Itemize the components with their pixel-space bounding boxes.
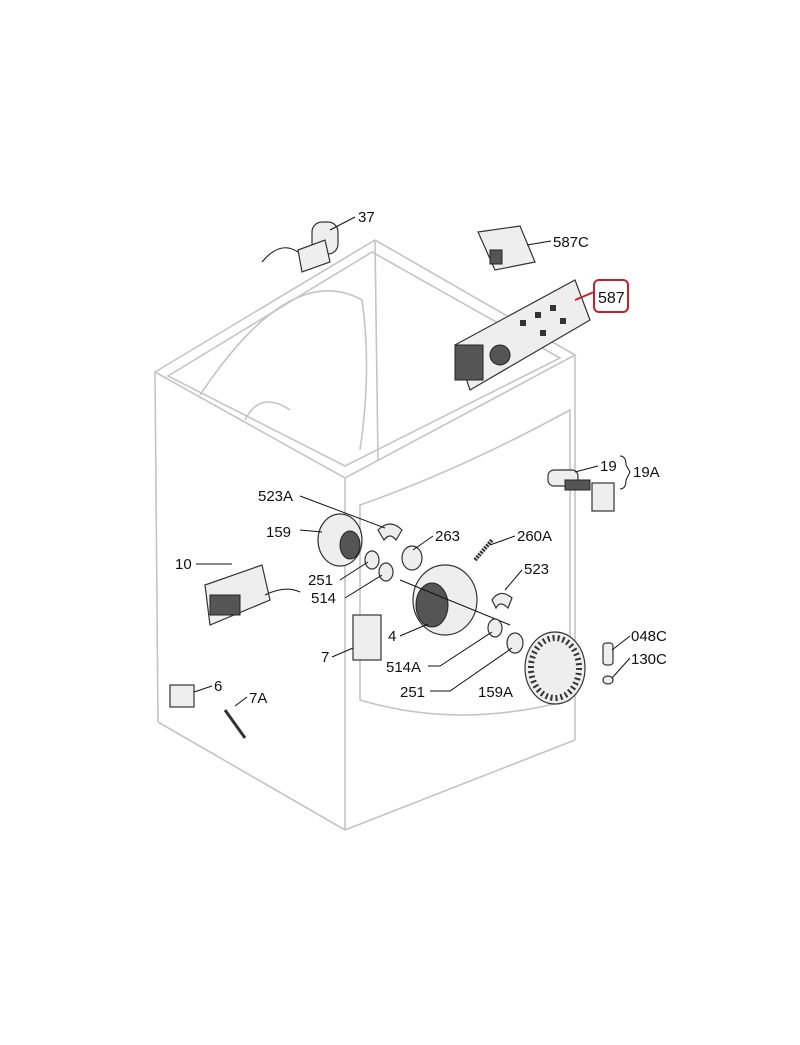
- part-19-19a-filter[interactable]: [547, 469, 615, 512]
- label-523a[interactable]: 523A: [258, 488, 293, 505]
- part-6-7a[interactable]: [169, 684, 247, 739]
- cabinet-outline: [153, 239, 577, 831]
- part-labels: 37 587C 587 19 19A 523A 159 263 260A 10 …: [175, 209, 667, 707]
- part-37-capacitor[interactable]: [261, 221, 339, 273]
- part-10-module[interactable]: [204, 564, 301, 626]
- part-587-control-board[interactable]: [454, 279, 591, 391]
- label-6[interactable]: 6: [214, 678, 222, 695]
- label-130c[interactable]: 130C: [631, 651, 667, 668]
- part-260a-spring[interactable]: [473, 538, 494, 562]
- leader-lines: [193, 216, 631, 707]
- label-10[interactable]: 10: [175, 556, 192, 573]
- label-514[interactable]: 514: [311, 590, 336, 607]
- label-19[interactable]: 19: [600, 458, 617, 475]
- label-159a[interactable]: 159A: [478, 684, 513, 701]
- part-159a-fan[interactable]: [524, 631, 586, 705]
- label-587[interactable]: 587: [598, 290, 625, 307]
- label-260a[interactable]: 260A: [517, 528, 552, 545]
- label-251-lower[interactable]: 251: [400, 684, 425, 701]
- label-514a[interactable]: 514A: [386, 659, 421, 676]
- part-4-motor[interactable]: [399, 564, 511, 636]
- part-048c-130c[interactable]: [602, 642, 614, 685]
- part-263-pulley[interactable]: [401, 545, 423, 571]
- part-523-bearing-shell[interactable]: [491, 592, 513, 610]
- label-7a[interactable]: 7A: [249, 690, 267, 707]
- label-7[interactable]: 7: [321, 649, 329, 666]
- label-523[interactable]: 523: [524, 561, 549, 578]
- label-263[interactable]: 263: [435, 528, 460, 545]
- label-19a[interactable]: 19A: [633, 464, 660, 481]
- label-251[interactable]: 251: [308, 572, 333, 589]
- label-048c[interactable]: 048C: [631, 628, 667, 645]
- part-159-drum-pulley[interactable]: [317, 513, 363, 567]
- highlight-box-587: [593, 279, 629, 313]
- label-587c[interactable]: 587C: [553, 234, 589, 251]
- label-159[interactable]: 159: [266, 524, 291, 541]
- label-37[interactable]: 37: [358, 209, 375, 226]
- part-7-switch[interactable]: [352, 614, 382, 661]
- part-587c-module[interactable]: [477, 225, 536, 271]
- label-4[interactable]: 4: [388, 628, 396, 645]
